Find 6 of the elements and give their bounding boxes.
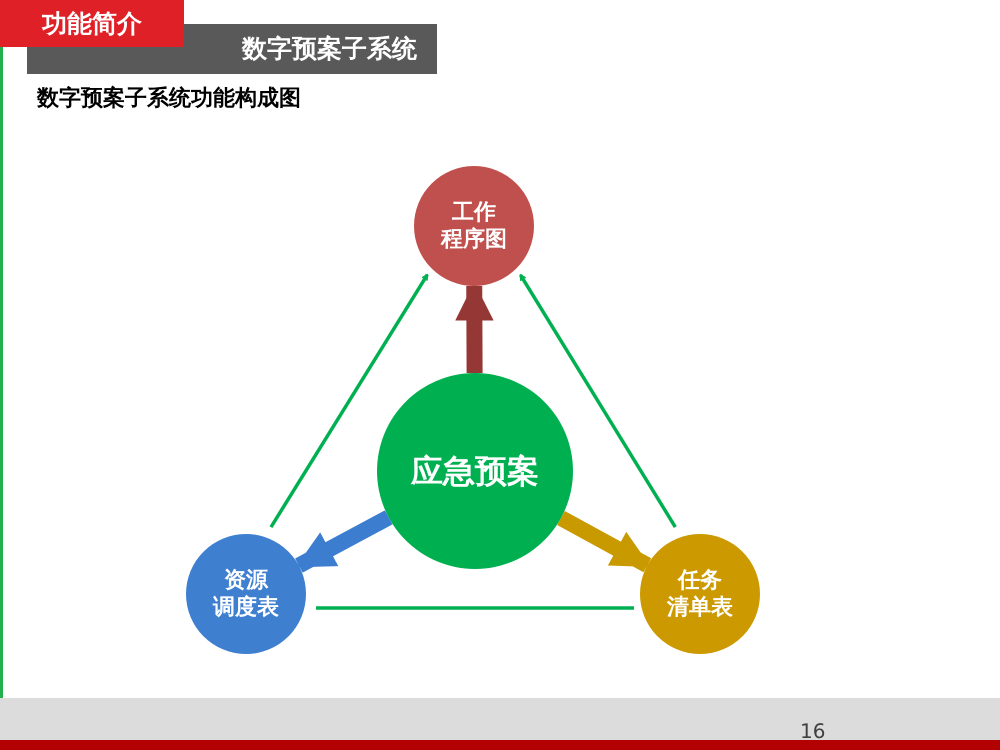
diagram-title: 数字预案子系统功能构成图	[37, 84, 301, 113]
block-arrow	[557, 510, 652, 572]
arrow	[269, 274, 429, 528]
block-arrow	[295, 510, 392, 573]
page-number: 16	[800, 718, 826, 745]
arrow	[518, 274, 677, 528]
